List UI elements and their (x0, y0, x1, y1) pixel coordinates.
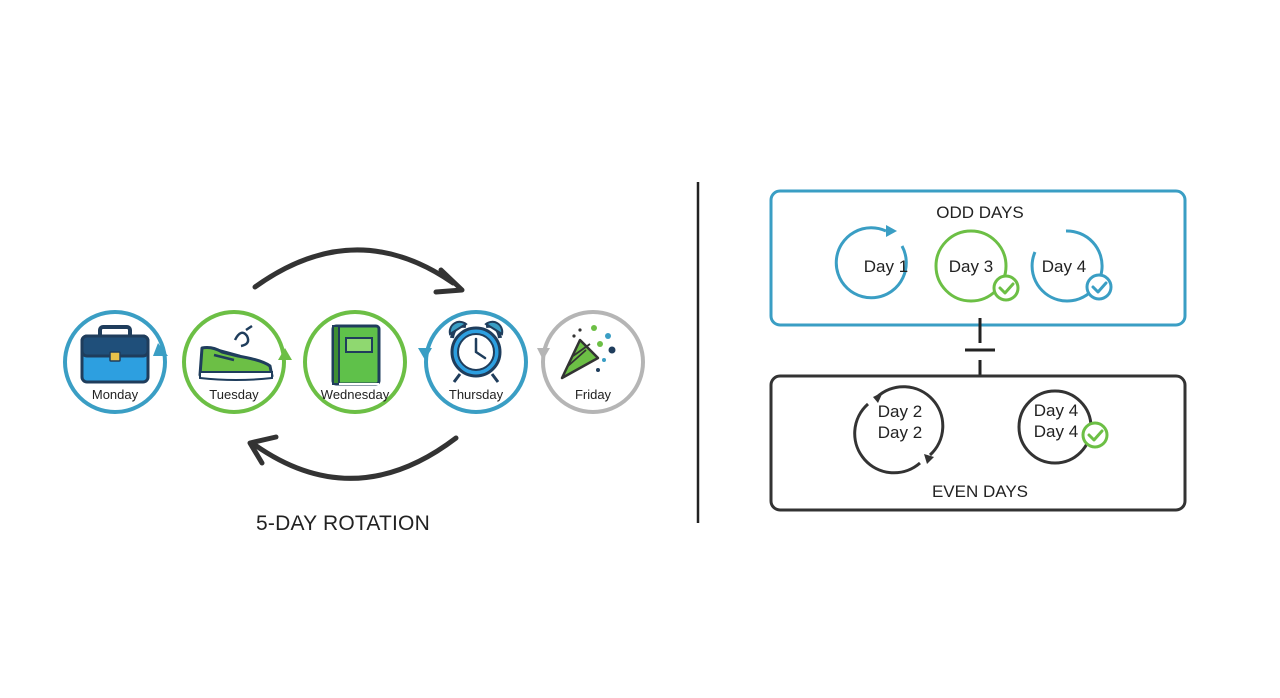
day-friday: Friday (537, 310, 645, 414)
odd-day-3: Day 3 (934, 229, 1020, 303)
rotation-title: 5-DAY ROTATION (256, 512, 430, 535)
briefcase-icon (80, 325, 150, 384)
day-label-tuesday: Tuesday (209, 387, 259, 402)
even-day-2: Day 2 Day 2 (853, 385, 945, 475)
even-day-4: Day 4 Day 4 (1017, 389, 1109, 465)
even-day-4-line1: Day 4 (1034, 401, 1078, 420)
sneaker-icon (198, 324, 274, 381)
even-days-box: EVEN DAYS Day 2 Day 2 Day 4 Day 4 (769, 374, 1187, 512)
day-thursday: Thursday (418, 310, 528, 414)
odd-days-title: ODD DAYS (936, 203, 1024, 222)
party-popper-icon (560, 325, 616, 380)
top-cycle-arrow (252, 247, 465, 295)
day-label-wednesday: Wednesday (321, 387, 390, 402)
book-icon (331, 324, 381, 386)
odd-day-1: Day 1 (834, 225, 908, 300)
even-day-2-line2: Day 2 (878, 423, 922, 442)
odd-day-1-label: Day 1 (864, 257, 908, 276)
day-label-monday: Monday (92, 387, 139, 402)
check-icon (992, 274, 1020, 302)
check-icon (1085, 273, 1113, 301)
day-label-thursday: Thursday (449, 387, 504, 402)
even-days-title: EVEN DAYS (932, 482, 1028, 501)
even-day-2-line1: Day 2 (878, 402, 922, 421)
day-wednesday: Wednesday (303, 310, 407, 414)
odd-day-3-label: Day 3 (949, 257, 993, 276)
bottom-cycle-arrow (247, 434, 459, 481)
day-label-friday: Friday (575, 387, 612, 402)
odd-day-4-label: Day 4 (1042, 257, 1086, 276)
day-monday: Monday (63, 310, 168, 414)
odd-day-4: Day 4 (1030, 229, 1113, 303)
day-tuesday: Tuesday (182, 310, 292, 414)
even-day-4-line2: Day 4 (1034, 422, 1078, 441)
check-icon (1081, 421, 1109, 449)
odd-days-box: ODD DAYS Day 1 Day 3 Day 4 (769, 189, 1187, 327)
alarm-clock-icon (448, 320, 504, 383)
